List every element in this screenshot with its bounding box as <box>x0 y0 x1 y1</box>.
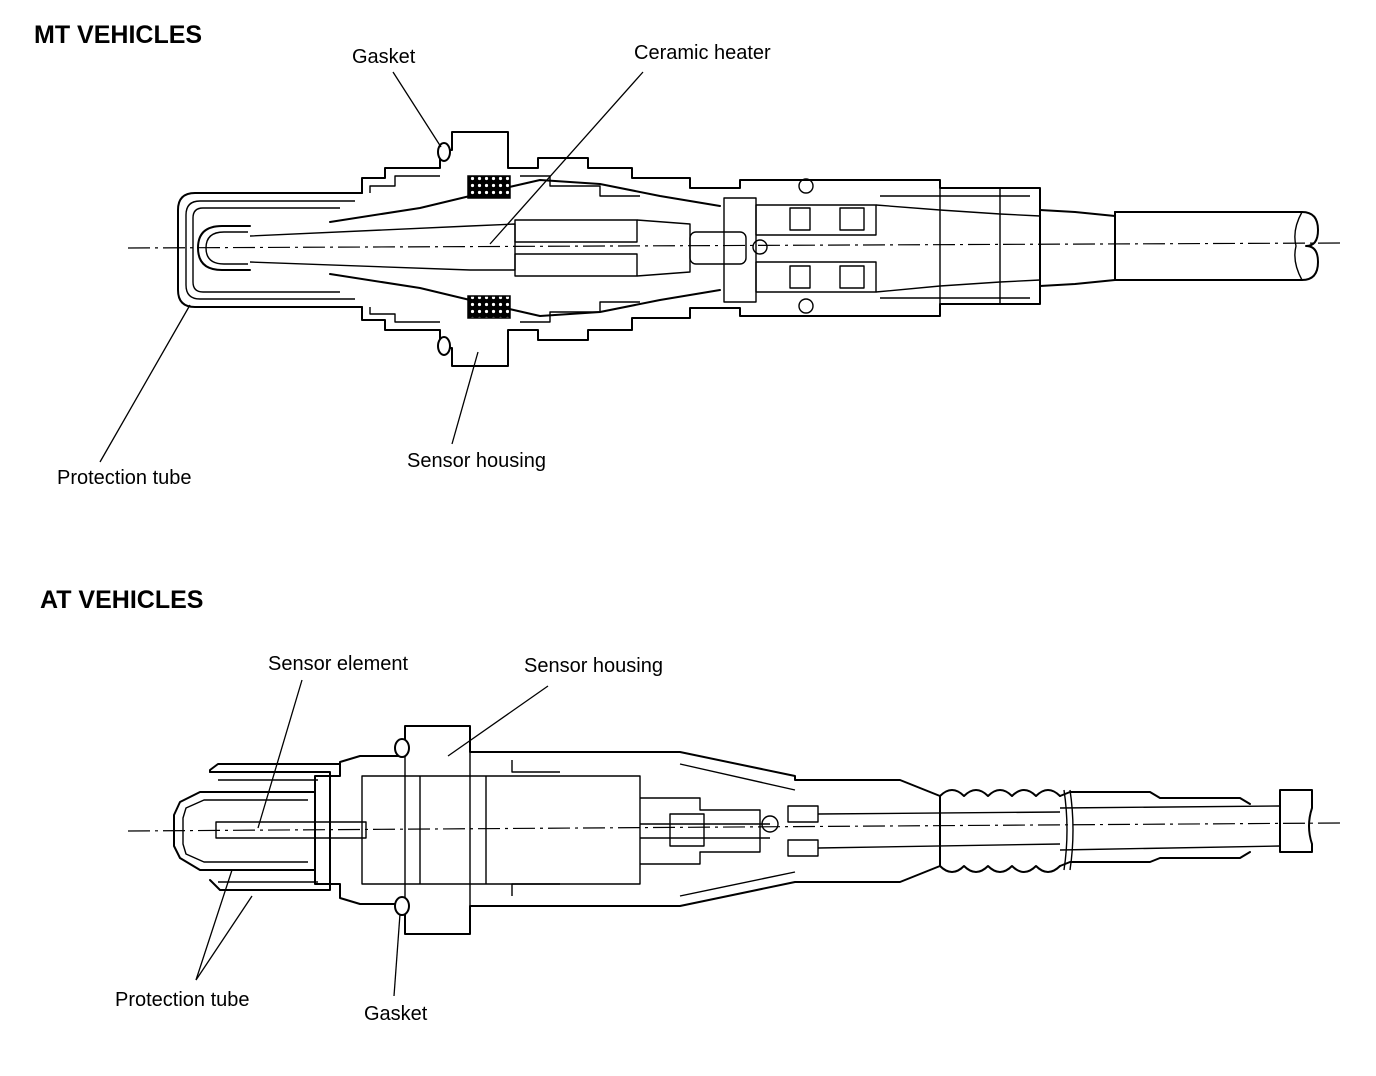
at-protection-tube-leader-2 <box>195 895 253 981</box>
mt-protection-tube-label: Protection tube <box>57 467 192 489</box>
at-protection-tube-label: Protection tube <box>115 989 250 1011</box>
mt-seal-top <box>467 175 511 199</box>
at-cable-sleeve <box>939 789 1281 873</box>
at-protection-tube-leader-1 <box>195 869 233 981</box>
at-sensor-element <box>215 821 367 839</box>
mt-ceramic-heater-label: Ceramic heater <box>634 42 771 64</box>
mt-seal-bottom <box>467 295 511 319</box>
mt-center-axis <box>127 242 1341 249</box>
at-gasket-leader <box>393 913 401 997</box>
mt-protection-tube-leader <box>99 304 191 463</box>
mt-sensor-housing-label: Sensor housing <box>407 450 546 472</box>
mt-protection-tube <box>177 192 363 308</box>
mt-sensor-housing <box>249 131 1041 367</box>
at-protection-tube <box>173 763 341 891</box>
mt-terminal-bottom <box>514 253 638 277</box>
at-sensor-drawing <box>127 725 1341 935</box>
mt-terminal-top <box>514 219 638 243</box>
mt-ceramic-heater-leader <box>489 71 644 245</box>
at-gasket-label: Gasket <box>364 1003 428 1025</box>
mt-section-title: MT VEHICLES <box>34 21 202 49</box>
at-sensor-element-leader <box>257 679 303 829</box>
at-sensor-housing-label: Sensor housing <box>524 655 663 677</box>
at-section-title: AT VEHICLES <box>40 586 203 614</box>
mt-gasket-label: Gasket <box>352 46 416 68</box>
at-gasket <box>394 738 410 916</box>
mt-gasket-leader <box>392 71 442 148</box>
mt-cable <box>1039 209 1319 287</box>
mt-sensor-housing-leader <box>451 351 479 445</box>
at-sensor-housing-leader <box>447 685 549 757</box>
mt-gasket <box>437 142 451 356</box>
mt-sensor-drawing <box>127 131 1341 367</box>
at-sensor-element-label: Sensor element <box>268 653 409 675</box>
at-sensor-housing <box>314 725 1061 935</box>
at-connector-end <box>1279 789 1313 853</box>
